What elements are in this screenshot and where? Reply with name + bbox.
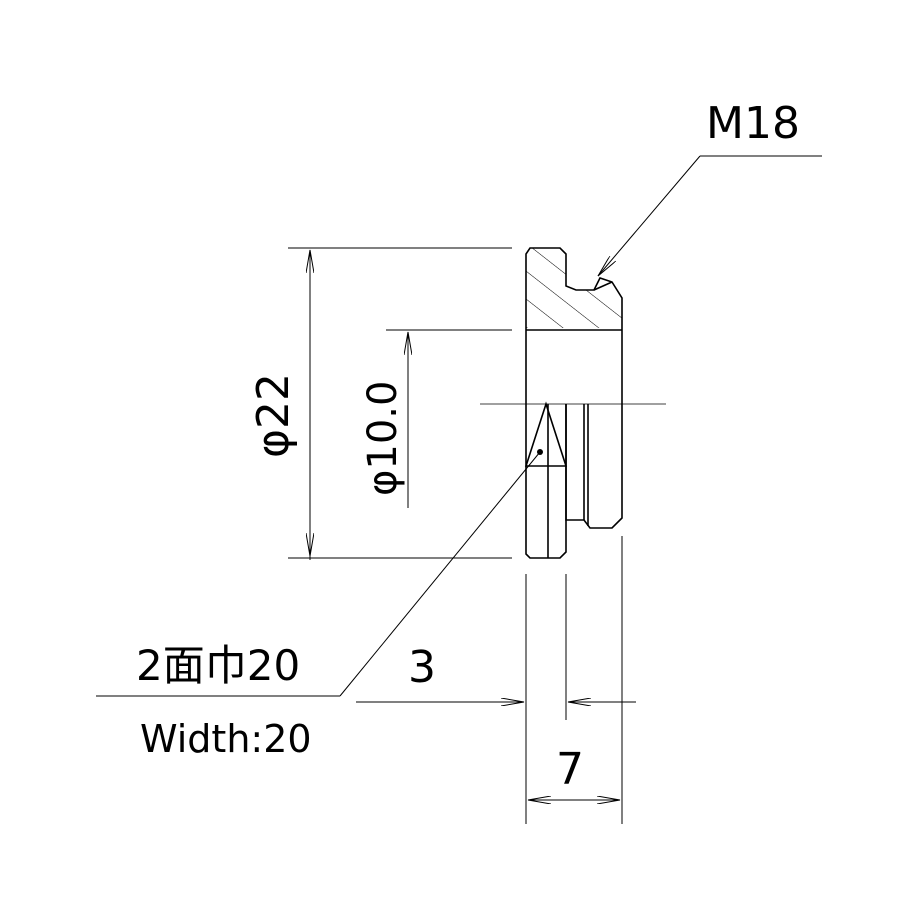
thread-label: M18 bbox=[706, 98, 800, 149]
leader-line bbox=[598, 155, 701, 276]
flange-width-dimension bbox=[356, 536, 636, 824]
thread-callout bbox=[598, 155, 822, 276]
thread-chamfer bbox=[593, 281, 613, 291]
across-flats-callout bbox=[96, 451, 541, 697]
across-flats-label-en: Width:20 bbox=[140, 717, 312, 761]
sectioned-upper-half bbox=[525, 247, 623, 331]
threaded-boss-outline bbox=[565, 404, 623, 529]
section-outline bbox=[525, 247, 623, 330]
total-length-label: 7 bbox=[556, 744, 584, 795]
flange-width-label: 3 bbox=[408, 642, 436, 693]
section-hatch bbox=[526, 248, 622, 328]
exterior-lower-half bbox=[524, 401, 623, 559]
bore-diameter-label: φ10.0 bbox=[360, 381, 406, 496]
hex-flange-outline bbox=[525, 404, 567, 559]
bore bbox=[525, 330, 623, 404]
bore-diameter-dimension bbox=[386, 329, 512, 508]
across-flats-label-jp: 2面巾20 bbox=[136, 641, 300, 690]
leader-line bbox=[339, 451, 541, 697]
outer-diameter-label: φ22 bbox=[248, 373, 299, 458]
hex-face-triangle bbox=[524, 401, 568, 467]
outer-diameter-dimension bbox=[288, 247, 512, 560]
